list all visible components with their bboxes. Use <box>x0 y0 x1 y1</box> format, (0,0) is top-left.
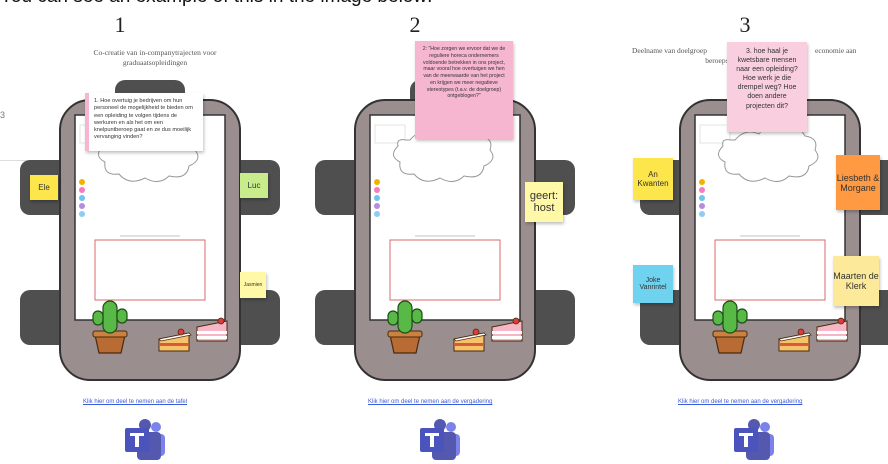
cake-slice-icon <box>155 325 195 355</box>
sticky-note-liesbeth-morgane[interactable]: Liesbeth & Morgane <box>836 155 880 210</box>
join-meeting-link[interactable]: Klik hier om deel te nemen aan de vergad… <box>368 399 493 405</box>
sticky-note-an-kwanten[interactable]: An Kwanten <box>633 158 673 200</box>
cake-slice-icon <box>775 325 815 355</box>
panel-title-line-2: beroeps- en <box>705 56 740 65</box>
join-table-link[interactable]: Klik hier om deel te nemen aan de tafel <box>83 399 188 405</box>
panel-3: 3 Deelname van doelgroep economie aan be… <box>620 0 880 464</box>
panel-number: 3 <box>739 12 751 37</box>
panel-number: 1 <box>114 12 126 37</box>
panel-2: 2 2: "Hoe zorgen we ervoor dat we de reg… <box>300 0 560 464</box>
sticky-note-ele[interactable]: Ele <box>30 175 58 200</box>
panel-number: 2 <box>409 12 421 37</box>
sticky-note-maarten-de-klerk[interactable]: Maarten de Klerk <box>833 256 879 306</box>
cactus-icon <box>85 295 135 355</box>
panel-title-left: Deelname van doelgroep <box>632 46 707 55</box>
teams-logo-icon[interactable] <box>418 418 462 464</box>
teams-logo-icon[interactable] <box>123 418 167 464</box>
panel-1: 1 Co-creatie van in-companytrajecten voo… <box>0 0 260 464</box>
join-meeting-link[interactable]: Klik hier om deel te nemen aan de vergad… <box>678 399 803 405</box>
caption: You can see an example of this in the im… <box>0 0 432 8</box>
sticky-note-geert[interactable]: geert: host <box>525 182 563 222</box>
sticky-note-joke-vanrintel[interactable]: Joke Vanrintel <box>633 265 673 303</box>
panel-title: Co-creatie van in-companytrajecten voor … <box>60 48 250 68</box>
cake-slice-pink-icon <box>193 315 233 345</box>
title-line-1: Co-creatie van in-companytrajecten voor <box>93 48 217 57</box>
sticky-note-jasmien[interactable]: Jasmien <box>240 272 266 298</box>
cake-slice-pink-icon <box>488 315 528 345</box>
title-line-2: graduaatsopleidingen <box>122 58 188 68</box>
cake-slice-icon <box>450 325 490 355</box>
question-card[interactable]: 3. hoe haal je kwetsbare mensen naar een… <box>727 42 807 132</box>
panel-title-right: economie aan <box>815 46 857 55</box>
teams-logo-icon[interactable] <box>732 418 776 464</box>
question-card[interactable]: 1. Hoe overtuig je bedrijven om hun pers… <box>85 93 203 151</box>
cactus-icon <box>705 295 755 355</box>
side-label: 3 <box>0 110 6 120</box>
sticky-note-luc[interactable]: Luc <box>240 173 268 198</box>
cactus-icon <box>380 295 430 355</box>
question-card[interactable]: 2: "Hoe zorgen we ervoor dat we de regul… <box>415 41 513 139</box>
cake-slice-pink-icon <box>813 315 853 345</box>
